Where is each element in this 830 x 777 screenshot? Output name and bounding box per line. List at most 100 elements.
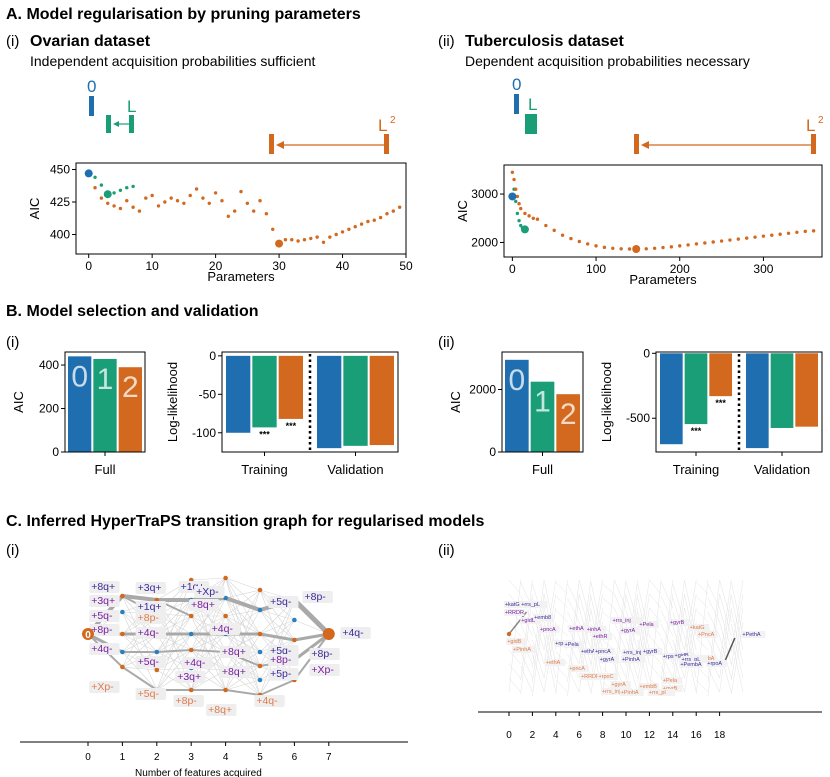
zero-label: 0 xyxy=(87,77,96,96)
node-label: +gidB xyxy=(521,618,536,624)
x-tick-label: 50 xyxy=(399,259,413,273)
significance-marker: *** xyxy=(715,398,726,408)
graph-edge-light xyxy=(590,637,603,693)
graph-edge-light xyxy=(508,649,521,665)
aic-bar-label-1: 1 xyxy=(534,386,551,419)
x-tick-label: 18 xyxy=(714,730,726,741)
y-tick-label: -50 xyxy=(199,387,217,401)
node-label-bg xyxy=(638,683,659,690)
node-label-bg xyxy=(219,646,251,658)
node-label: +rpsL xyxy=(663,654,677,660)
node-label: +gyrB xyxy=(643,649,658,655)
node-label-bg xyxy=(135,582,167,594)
graph-edge-light xyxy=(649,579,662,595)
graph-edge-light xyxy=(259,609,295,621)
plot-frame xyxy=(655,351,823,453)
node-label-bg xyxy=(503,609,525,616)
series-1-point xyxy=(372,218,376,222)
ll-bar-1-2 xyxy=(795,353,818,427)
graph-edge-light xyxy=(731,595,744,651)
x-tick-label: 30 xyxy=(272,259,286,273)
l1-label: L xyxy=(528,95,537,114)
zero-label: 0 xyxy=(512,75,521,94)
node-label: +katG xyxy=(505,602,520,608)
graph-edge-light xyxy=(614,649,627,679)
graph-edge-light xyxy=(555,679,568,693)
series-1-point xyxy=(719,239,724,243)
series-1-point xyxy=(264,212,269,216)
node-label-bg xyxy=(610,681,631,688)
node-label: +Pela xyxy=(639,622,654,628)
start-node-label: 0 xyxy=(85,630,91,641)
x-tick-label: 300 xyxy=(753,262,773,276)
node-label-bg xyxy=(268,668,299,680)
series-0-point xyxy=(514,199,518,204)
graph-edge-light xyxy=(614,621,627,651)
node-label-bg xyxy=(533,614,554,621)
graph-edge-light xyxy=(602,583,615,595)
node-label: +pncA xyxy=(595,649,611,655)
node-label-bg xyxy=(647,689,676,696)
series-1-point xyxy=(366,219,370,224)
graph-edge-light xyxy=(719,607,732,693)
series-1-point xyxy=(163,200,167,204)
series-1-point xyxy=(359,222,364,226)
aic-bar-label-0: 0 xyxy=(508,364,525,397)
node-label-bg xyxy=(89,681,120,693)
node-label: +rpoA xyxy=(707,661,722,667)
l2-superscript: 2 xyxy=(390,115,396,126)
series-1-point xyxy=(527,214,531,218)
series-0-point xyxy=(517,218,521,223)
graph-edge-light xyxy=(719,579,732,665)
series-1-point xyxy=(334,232,338,237)
node-label-bg xyxy=(679,661,704,668)
node-label: +rpoC xyxy=(555,641,570,647)
node-label: +RRDR xyxy=(581,674,600,680)
node-label: +Xp- xyxy=(311,664,334,676)
node-label-bg xyxy=(175,671,206,683)
node-label: +3q+ xyxy=(138,582,162,594)
series-1-point xyxy=(239,189,243,194)
series-0-point xyxy=(515,211,520,216)
aic-bar-label-2: 2 xyxy=(122,371,139,404)
node-label: +8q+ xyxy=(222,666,246,678)
series-1-point xyxy=(137,209,142,213)
node-label-bg xyxy=(661,685,683,692)
series-1-point xyxy=(321,240,326,244)
node-label-bg xyxy=(173,695,204,707)
series-1-point xyxy=(328,235,332,239)
series-1-point xyxy=(652,246,657,250)
series-1-point xyxy=(577,239,582,244)
node-label: +Pela xyxy=(565,642,580,648)
node-label-bg xyxy=(661,653,683,660)
x-tick-label: 40 xyxy=(336,259,350,273)
node-label: +8q+ xyxy=(91,581,115,593)
graph-edge-light xyxy=(555,595,568,609)
panel-a-ii-subtitle: Dependent acquisition probabilities nece… xyxy=(465,53,750,69)
significance-marker: *** xyxy=(286,421,297,431)
node-label: +rrs_pl xyxy=(649,690,666,696)
series-1-point xyxy=(678,244,682,248)
node-label-bg xyxy=(89,624,120,636)
node-label-bg xyxy=(568,625,589,632)
node-label-bg xyxy=(194,586,225,598)
x-tick-label: 7 xyxy=(326,752,332,763)
graph-edge-light xyxy=(731,609,744,665)
graph-node xyxy=(292,617,297,623)
graph-edge-light xyxy=(731,621,744,695)
node-label: +gyrA xyxy=(611,682,626,688)
node-label-bg xyxy=(585,626,607,633)
graph-edge-light xyxy=(259,599,295,667)
y-tick-label: 425 xyxy=(50,195,70,209)
series-1-point xyxy=(93,186,97,190)
panel-a-i-roman: (i) xyxy=(6,33,20,50)
node-label-bg xyxy=(503,601,525,608)
graph-node xyxy=(257,677,263,683)
graph-edge-main xyxy=(156,649,192,653)
graph-edge-light xyxy=(707,583,720,609)
series-1-point xyxy=(661,245,665,250)
graph-edge-light xyxy=(259,619,295,635)
ll-bar-0-0 xyxy=(226,355,251,433)
